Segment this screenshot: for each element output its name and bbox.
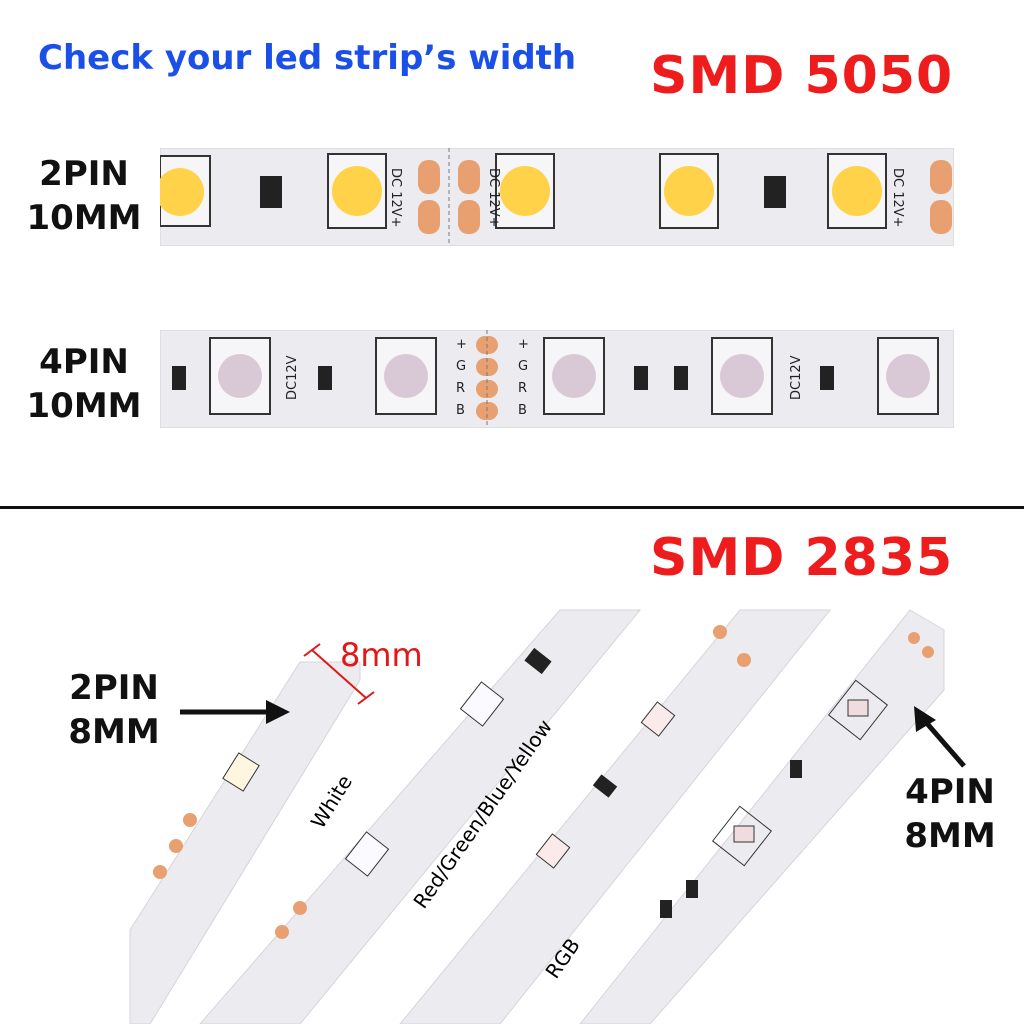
- smd5050-2pin-width: 10MM: [26, 198, 142, 238]
- smd5050-4pin-width: 10MM: [26, 386, 142, 426]
- strip-2pin-8mm: [129, 661, 361, 1024]
- warm-led: [827, 153, 887, 229]
- b-label: B: [456, 403, 465, 418]
- warm-led: [495, 153, 555, 229]
- resistor: [820, 366, 834, 390]
- resistor: [260, 176, 282, 208]
- strip-white: [199, 609, 642, 1024]
- dc-label: DC 12V+: [486, 168, 501, 228]
- copper-pad: [418, 160, 440, 194]
- warm-led: [160, 155, 211, 227]
- rgb-led: [375, 337, 437, 415]
- dc-label: DC 12V+: [890, 168, 905, 228]
- smd2835-4pin-count: 4PIN: [905, 772, 995, 812]
- r-label: R: [456, 381, 465, 396]
- smd5050-2pin-label: 2PIN 10MM: [14, 152, 154, 240]
- g-label: G: [456, 359, 466, 374]
- smd2835-title: SMD 2835: [650, 528, 954, 588]
- measure-line: [311, 649, 367, 699]
- rgb-led: [711, 337, 773, 415]
- plus-label: +: [456, 337, 467, 352]
- plus-label: +: [518, 337, 529, 352]
- g-label: G: [518, 359, 528, 374]
- smd5050-4pin-label: 4PIN 10MM: [14, 340, 154, 428]
- smd2835-2pin-label: 2PIN 8MM: [44, 666, 184, 754]
- arrow-up-left-icon: [914, 706, 966, 768]
- measure-label: 8mm: [340, 636, 423, 674]
- resistor: [318, 366, 332, 390]
- smd5050-4pin-strip: + G R B + G R B DC12V DC12V: [160, 330, 954, 428]
- instruction-title: Check your led strip’s width: [38, 38, 577, 78]
- dc-label: DC12V: [789, 355, 804, 400]
- dc-label: DC 12V+: [388, 168, 403, 228]
- smd5050-4pin-count: 4PIN: [39, 342, 129, 382]
- strip-label-white: White: [306, 771, 357, 833]
- resistor: [172, 366, 186, 390]
- strip-rgb: [579, 609, 945, 1024]
- copper-pad: [930, 200, 952, 234]
- smd2835-4pin-label: 4PIN 8MM: [880, 770, 1020, 858]
- dc-label: DC12V: [285, 355, 300, 400]
- smd2835-strips: White Red/Green/Blue/Yellow RGB: [129, 609, 966, 1024]
- rgb-led: [543, 337, 605, 415]
- smd2835-2pin-width: 8MM: [68, 712, 160, 752]
- copper-pad: [930, 160, 952, 194]
- warm-led: [327, 153, 387, 229]
- strip-multicolor: [399, 609, 832, 1024]
- b-label: B: [518, 403, 527, 418]
- rgb-led: [877, 337, 939, 415]
- smd2835-4pin-width: 8MM: [904, 816, 996, 856]
- resistor: [634, 366, 648, 390]
- resistor: [674, 366, 688, 390]
- copper-pad: [458, 160, 480, 194]
- section-divider: [0, 506, 1024, 509]
- resistor: [764, 176, 786, 208]
- smd5050-2pin-strip: DC 12V+ DC 12V+ DC 12V+: [160, 148, 954, 246]
- arrow-right-icon: [180, 700, 290, 724]
- copper-pad: [458, 200, 480, 234]
- copper-pad: [418, 200, 440, 234]
- rgb-led: [209, 337, 271, 415]
- smd2835-2pin-count: 2PIN: [69, 668, 159, 708]
- warm-led: [659, 153, 719, 229]
- smd5050-title: SMD 5050: [650, 46, 954, 106]
- smd5050-2pin-count: 2PIN: [39, 154, 129, 194]
- r-label: R: [518, 381, 527, 396]
